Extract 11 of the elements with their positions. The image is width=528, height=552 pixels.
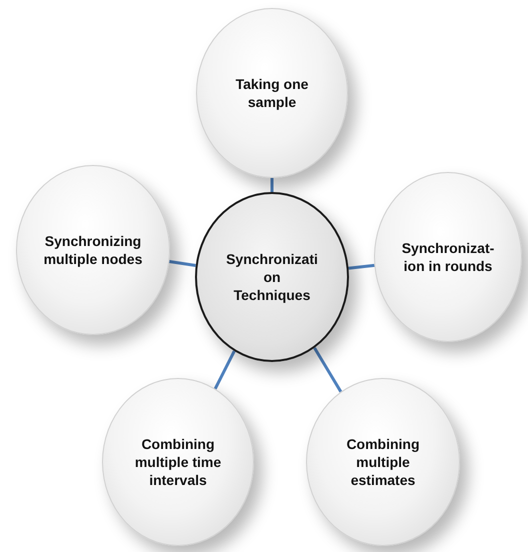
topic-label: Taking one sample: [234, 74, 310, 112]
connector-line: [169, 260, 196, 267]
topic-label: Combining multiple estimates: [345, 434, 421, 490]
connector-line: [214, 350, 236, 390]
topic-label: Synchronizing multiple nodes: [42, 232, 144, 268]
connector-line: [313, 347, 342, 392]
connector-line: [270, 178, 274, 192]
connector-line: [348, 264, 375, 270]
topic-label: Combining multiple time intervals: [134, 434, 222, 490]
topic-label: Synchronizat- ion in rounds: [400, 238, 496, 276]
central-label: Synchronizati on Techniques: [225, 250, 319, 304]
